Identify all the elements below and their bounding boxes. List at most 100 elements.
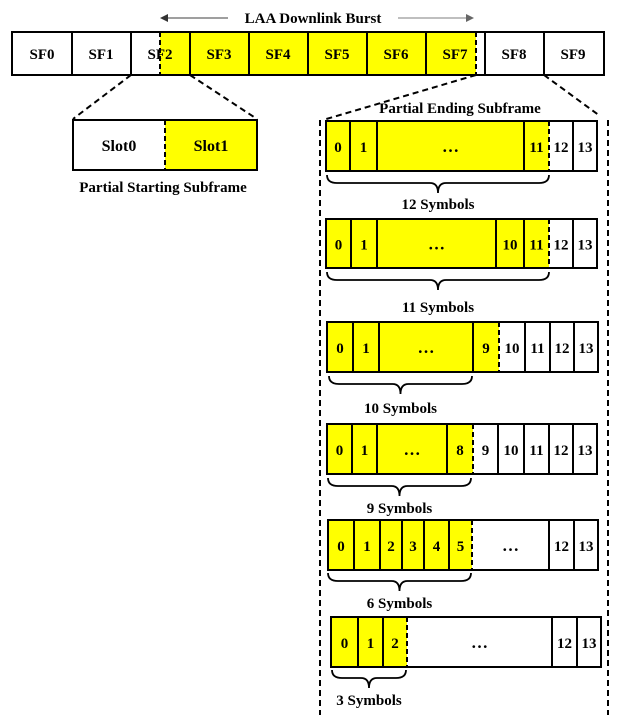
row-ellipsis: …	[428, 235, 445, 254]
subframe-sf2-highlight	[160, 32, 184, 75]
row-highlight	[331, 617, 407, 667]
subframe-label-sf9: SF9	[560, 47, 585, 63]
row-brace	[326, 271, 550, 291]
row-outline	[326, 423, 598, 475]
row-ellipsis: …	[502, 536, 519, 555]
row-outline	[326, 321, 599, 373]
row-symbol-cell: 13	[578, 238, 593, 254]
slot0-label: Slot0	[102, 138, 137, 155]
row-symbol-cell: 0	[334, 140, 342, 156]
row-symbol-cell: 1	[362, 341, 370, 357]
row-outline	[325, 218, 598, 269]
ending-row-11-symbols: 0 1 … 10 11 12 13 11 Symbols	[325, 218, 598, 316]
row-symbol-cell: 13	[582, 636, 597, 652]
row-symbol-cell: 12	[557, 636, 572, 652]
row-symbol-cell: 10	[504, 443, 519, 459]
row-symbol-cell: 1	[363, 539, 371, 555]
row-outline	[325, 120, 598, 172]
slot1-highlight	[165, 120, 257, 170]
row-symbol-cell: 10	[503, 238, 518, 254]
zoom-line-start-left	[72, 74, 132, 120]
subframe-label-sf3: SF3	[206, 47, 231, 63]
row-brace	[326, 174, 550, 194]
row-brace	[331, 669, 407, 689]
row-brace	[327, 572, 472, 592]
subframe-label-sf4: SF4	[265, 47, 291, 63]
row-symbol-cell: 4	[433, 539, 441, 555]
row-symbol-count-label: 11 Symbols	[402, 300, 474, 316]
row-symbol-cell: 9	[482, 341, 490, 357]
row-symbol-cell: 11	[529, 238, 543, 254]
row-symbol-cell: 12	[555, 341, 570, 357]
row-brace	[327, 477, 472, 497]
zoom-line-start-right	[189, 74, 258, 120]
row-symbol-cell: 13	[579, 539, 594, 555]
subframe-row: SF0 SF1 SF2 SF3 SF4 SF5 SF6 SF7 SF8 SF9	[11, 31, 605, 76]
row-highlight	[328, 520, 472, 570]
burst-label: LAA Downlink Burst	[245, 11, 382, 27]
subframe-label-sf7: SF7	[442, 47, 468, 63]
row-symbol-count-label: 9 Symbols	[367, 501, 433, 517]
row-symbol-cell: 12	[554, 140, 569, 156]
row-symbol-count-label: 6 Symbols	[367, 596, 433, 612]
burst-label-group: LAA Downlink Burst	[160, 11, 474, 27]
row-symbol-cell: 8	[456, 443, 464, 459]
row-ellipsis: …	[404, 440, 421, 459]
row-symbol-cell: 0	[336, 341, 344, 357]
row-symbol-cell: 12	[554, 238, 569, 254]
row-symbol-cell: 13	[578, 443, 593, 459]
row-outline	[327, 519, 599, 571]
subframe-label-sf6: SF6	[383, 47, 409, 63]
ending-row-10-symbols: 0 1 … 9 10 11 12 13 10 Symbols	[326, 321, 599, 417]
row-symbol-cell: 12	[554, 539, 569, 555]
partial-starting-title: Partial Starting Subframe	[79, 180, 247, 196]
row-symbol-cell: 1	[360, 140, 368, 156]
row-symbol-count-label: 12 Symbols	[402, 197, 475, 213]
row-symbol-cell: 11	[530, 341, 544, 357]
row-ellipsis: …	[442, 137, 459, 156]
subframe-label-sf5: SF5	[324, 47, 349, 63]
row-highlight	[326, 219, 549, 268]
row-symbol-count-label: 10 Symbols	[364, 401, 437, 417]
subframe-label-sf8: SF8	[501, 47, 526, 63]
partial-starting-subframe: Slot0 Slot1 Partial Starting Subframe	[72, 119, 258, 196]
subframe-label-sf2: SF2	[147, 47, 172, 63]
row-symbol-cell: 10	[505, 341, 520, 357]
row-ellipsis: …	[418, 338, 435, 357]
row-highlight	[327, 322, 499, 372]
row-symbol-cell: 0	[341, 636, 349, 652]
zoom-connectors	[72, 74, 609, 715]
row-symbol-cell: 12	[554, 443, 569, 459]
row-symbol-cell: 13	[579, 341, 594, 357]
row-ellipsis: …	[471, 633, 488, 652]
row-symbol-cell: 0	[337, 539, 345, 555]
burst-arrowhead-left	[160, 14, 168, 22]
subframe-burst-highlight	[184, 32, 476, 75]
row-symbol-cell: 11	[529, 443, 543, 459]
row-highlight	[326, 121, 549, 171]
row-symbol-cell: 5	[457, 539, 465, 555]
subframe-label-sf0: SF0	[29, 47, 54, 63]
subframe-label-sf1: SF1	[88, 47, 113, 63]
zoom-line-end-right	[543, 74, 601, 117]
burst-arrowhead-right	[466, 14, 474, 22]
slot1-label: Slot1	[194, 138, 229, 155]
row-highlight	[327, 424, 473, 474]
row-outline	[330, 616, 602, 668]
row-brace	[328, 375, 473, 395]
row-symbol-cell: 0	[335, 238, 343, 254]
row-symbol-cell: 0	[336, 443, 344, 459]
row-symbol-cell: 9	[482, 443, 490, 459]
row-symbol-cell: 11	[529, 140, 543, 156]
row-symbol-cell: 2	[387, 539, 395, 555]
row-symbol-cell: 1	[360, 238, 368, 254]
row-symbol-cell: 1	[367, 636, 375, 652]
row-symbol-cell: 3	[409, 539, 417, 555]
row-symbol-cell: 2	[391, 636, 399, 652]
